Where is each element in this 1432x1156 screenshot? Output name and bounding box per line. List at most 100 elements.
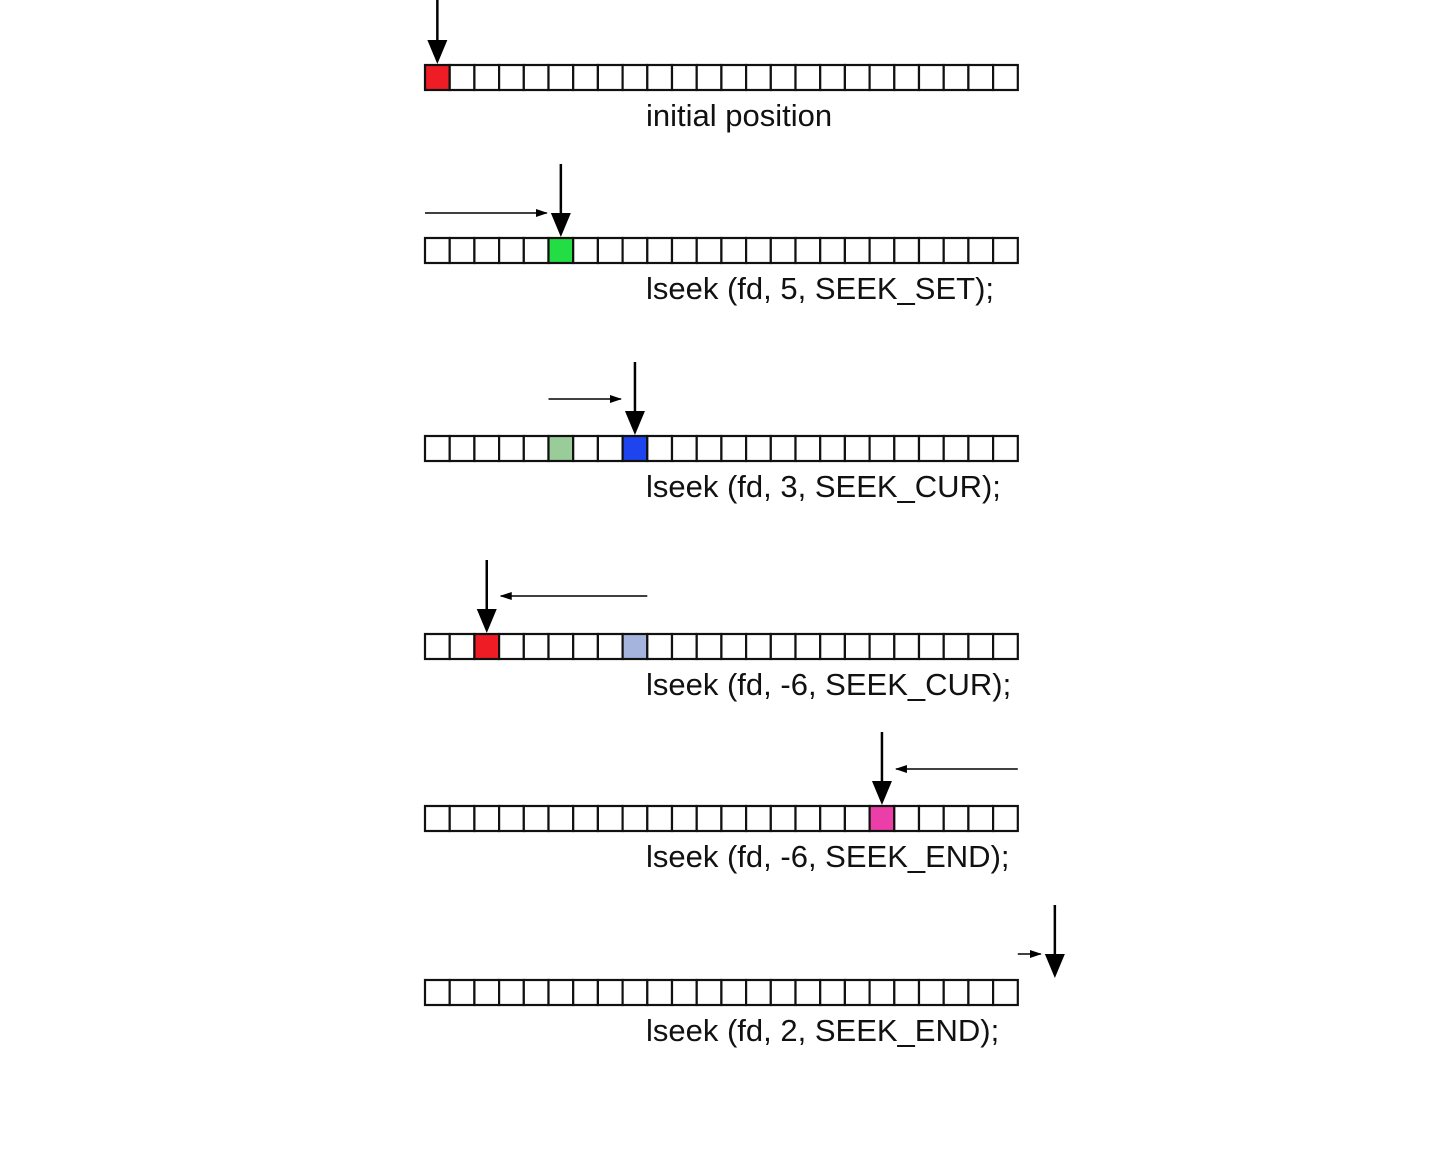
byte-cell bbox=[917, 978, 945, 1007]
file-byte-strip bbox=[423, 434, 1019, 463]
byte-cell bbox=[498, 63, 525, 92]
byte-cell bbox=[423, 978, 451, 1007]
byte-cell bbox=[423, 632, 451, 661]
byte-cell bbox=[547, 632, 575, 661]
byte-cell bbox=[843, 632, 871, 661]
byte-cell bbox=[991, 978, 1019, 1007]
byte-cell bbox=[670, 978, 698, 1007]
byte-cell bbox=[596, 236, 624, 265]
byte-cell bbox=[522, 434, 550, 463]
byte-cell bbox=[744, 236, 772, 265]
byte-cell bbox=[819, 978, 847, 1007]
seek-row-seek-cur-3: lseek (fd, 3, SEEK_CUR); bbox=[423, 362, 1019, 504]
byte-cell bbox=[547, 978, 575, 1007]
byte-cell bbox=[744, 632, 772, 661]
byte-cell bbox=[720, 632, 748, 661]
byte-cell bbox=[695, 632, 723, 661]
byte-cell bbox=[794, 978, 822, 1007]
byte-cell bbox=[670, 434, 698, 463]
arrows bbox=[871, 732, 1018, 805]
byte-cell bbox=[893, 804, 921, 833]
byte-cell bbox=[596, 978, 624, 1007]
byte-cell bbox=[473, 434, 501, 463]
seek-row-initial: initial position bbox=[423, 0, 1019, 133]
byte-cell bbox=[967, 978, 995, 1007]
highlighted-byte-cell bbox=[423, 63, 451, 92]
byte-cell bbox=[423, 434, 451, 463]
byte-cell bbox=[522, 804, 550, 833]
byte-cell bbox=[695, 978, 723, 1007]
byte-cell bbox=[893, 434, 921, 463]
byte-cell bbox=[819, 63, 847, 92]
file-byte-strip bbox=[423, 804, 1019, 833]
byte-cell bbox=[646, 236, 674, 265]
byte-cell bbox=[695, 63, 723, 92]
file-pointer-arrow-head bbox=[550, 213, 571, 237]
byte-cell bbox=[547, 63, 575, 92]
byte-cell bbox=[522, 978, 550, 1007]
byte-cell bbox=[967, 632, 995, 661]
byte-cell bbox=[522, 632, 550, 661]
file-byte-strip bbox=[423, 632, 1019, 661]
byte-cell bbox=[448, 236, 476, 265]
byte-cell bbox=[744, 434, 772, 463]
byte-cell bbox=[744, 978, 772, 1007]
byte-cell bbox=[819, 804, 847, 833]
seek-row-seek-end-2: lseek (fd, 2, SEEK_END); bbox=[423, 905, 1065, 1048]
highlighted-byte-cell bbox=[547, 236, 575, 265]
byte-cell bbox=[843, 434, 871, 463]
byte-cell bbox=[794, 434, 822, 463]
byte-cell bbox=[670, 236, 698, 265]
byte-cell bbox=[498, 434, 525, 463]
byte-cell bbox=[670, 804, 698, 833]
highlighted-byte-cell bbox=[868, 804, 896, 833]
byte-cell bbox=[423, 236, 451, 265]
byte-cell bbox=[646, 434, 674, 463]
byte-cell bbox=[991, 63, 1019, 92]
byte-cell bbox=[967, 434, 995, 463]
byte-cell bbox=[819, 236, 847, 265]
byte-cell bbox=[646, 632, 674, 661]
byte-cell bbox=[942, 434, 970, 463]
byte-cell bbox=[473, 978, 501, 1007]
byte-cell bbox=[448, 632, 476, 661]
byte-cell bbox=[522, 236, 550, 265]
byte-cell bbox=[868, 632, 896, 661]
byte-cell bbox=[572, 804, 600, 833]
byte-cell bbox=[794, 236, 822, 265]
byte-cell bbox=[596, 434, 624, 463]
highlighted-byte-cell bbox=[547, 434, 575, 463]
byte-cell bbox=[448, 804, 476, 833]
byte-cell bbox=[744, 804, 772, 833]
byte-cell bbox=[498, 236, 525, 265]
row-caption: lseek (fd, -6, SEEK_CUR); bbox=[646, 667, 1011, 702]
byte-cell bbox=[942, 804, 970, 833]
byte-cell bbox=[967, 63, 995, 92]
byte-cell bbox=[448, 63, 476, 92]
byte-cell bbox=[893, 63, 921, 92]
byte-cell bbox=[621, 63, 649, 92]
seek-row-seek-end-minus-6: lseek (fd, -6, SEEK_END); bbox=[423, 732, 1019, 874]
arrows bbox=[1017, 905, 1065, 978]
file-pointer-arrow-head bbox=[476, 609, 497, 633]
byte-cell bbox=[991, 236, 1019, 265]
byte-cell bbox=[991, 804, 1019, 833]
byte-cell bbox=[843, 804, 871, 833]
byte-cell bbox=[967, 236, 995, 265]
file-byte-strip bbox=[423, 63, 1019, 92]
byte-cell bbox=[843, 978, 871, 1007]
byte-cell bbox=[769, 236, 797, 265]
byte-cell bbox=[917, 804, 945, 833]
byte-cell bbox=[769, 632, 797, 661]
byte-cell bbox=[572, 978, 600, 1007]
highlighted-byte-cell bbox=[473, 632, 501, 661]
file-pointer-arrow-head bbox=[871, 781, 892, 805]
arrows bbox=[425, 164, 571, 237]
file-byte-strip bbox=[423, 236, 1019, 265]
file-pointer-arrow-head bbox=[427, 40, 448, 64]
byte-cell bbox=[893, 978, 921, 1007]
byte-cell bbox=[868, 434, 896, 463]
file-pointer-arrow-head bbox=[624, 411, 645, 435]
row-caption: lseek (fd, 2, SEEK_END); bbox=[646, 1013, 999, 1048]
